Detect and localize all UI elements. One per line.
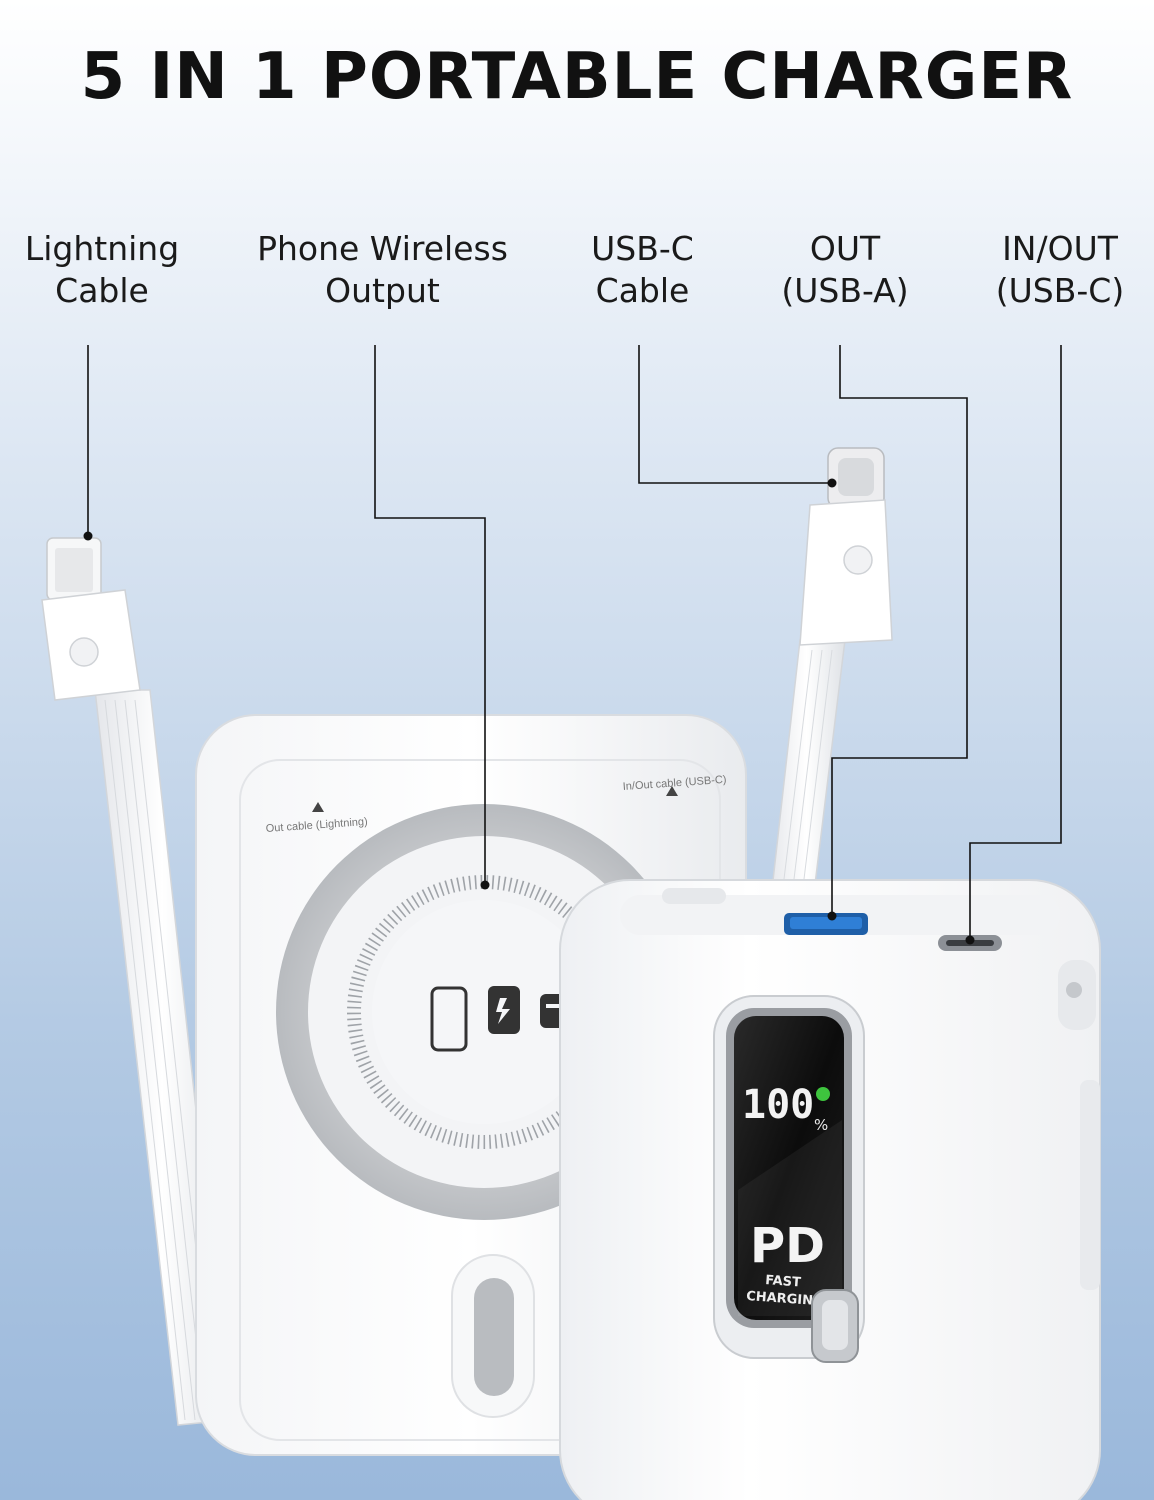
- arrow-up-icon: [666, 786, 678, 796]
- label-in-out-usb-c: IN/OUT (USB-C): [995, 229, 1125, 310]
- label-lightning-cable: Lightning Cable: [24, 229, 180, 310]
- charging-bolt-icon: [816, 1087, 830, 1101]
- label-out-usb-a: OUT (USB-A): [781, 229, 909, 310]
- label-usb-c-cable: USB-C Cable: [591, 229, 694, 310]
- display-power-bank: 100 % PD FAST CHARGING: [559, 879, 1101, 1500]
- fast-text: FAST: [765, 1273, 802, 1290]
- page-title: 5 IN 1 PORTABLE CHARGER: [80, 40, 1074, 114]
- label-phone-wireless-output: Phone Wireless Output: [257, 229, 508, 310]
- oval-pad: [474, 1278, 514, 1396]
- usb-c-cable: [767, 447, 893, 926]
- pd-logo: PD: [750, 1218, 825, 1274]
- charging-text: CHARGING: [746, 1289, 824, 1309]
- percent-sign: %: [814, 1116, 828, 1134]
- callout-dots: [83, 478, 975, 945]
- power-button: [662, 888, 726, 904]
- arrow-up-icon: [312, 802, 324, 812]
- battery-percent-readout: 100: [742, 1082, 814, 1128]
- watch-icon: [488, 986, 520, 1034]
- callout-lines: [87, 345, 1062, 940]
- phone-icon: [430, 986, 468, 1052]
